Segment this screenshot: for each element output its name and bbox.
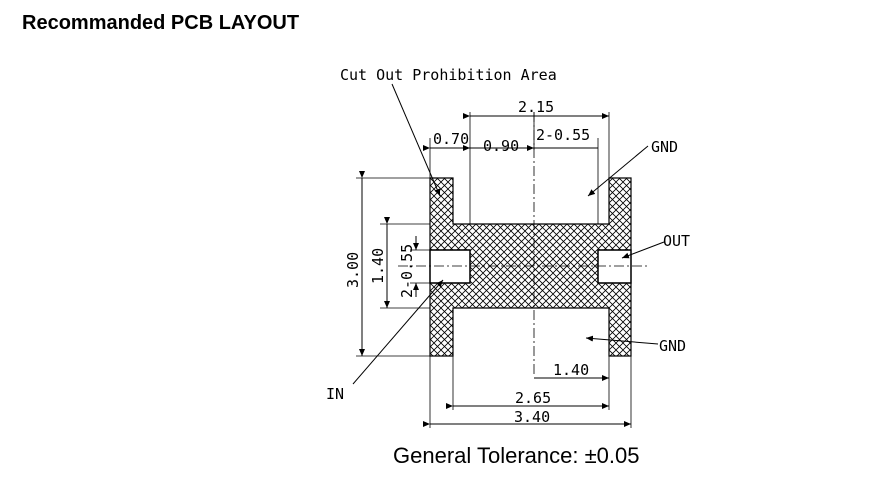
dim-1-40-horizontal: 1.40: [553, 361, 589, 379]
dim-3-40: 3.40: [514, 408, 550, 426]
page-title: Recommanded PCB LAYOUT: [22, 12, 300, 34]
hatched-pad-area: [429, 177, 632, 357]
dim-3-00: 3.00: [344, 252, 362, 288]
dim-2x0-55-top: 2-0.55: [536, 126, 590, 144]
dim-2-15: 2.15: [518, 98, 554, 116]
top-dimensions: [423, 112, 610, 224]
out-callout-label: OUT: [663, 232, 690, 250]
cutout-callout-label: Cut Out Prohibition Area: [340, 66, 557, 84]
gnd-bottom-callout-label: GND: [659, 337, 686, 355]
in-callout-label: IN: [326, 385, 344, 403]
dim-2x0-55-vertical: 2-0.55: [398, 244, 416, 298]
bottom-dimensions: [423, 356, 632, 428]
callout-leaders: [352, 83, 665, 385]
dim-1-40-vertical: 1.40: [369, 248, 387, 284]
dim-0-90: 0.90: [483, 137, 519, 155]
dim-0-70: 0.70: [433, 130, 469, 148]
general-tolerance-note: General Tolerance: ±0.05: [393, 443, 640, 468]
centerline: [398, 112, 648, 375]
gnd-top-callout-label: GND: [651, 138, 678, 156]
dim-2-65: 2.65: [515, 389, 551, 407]
left-dimensions: [356, 171, 430, 357]
